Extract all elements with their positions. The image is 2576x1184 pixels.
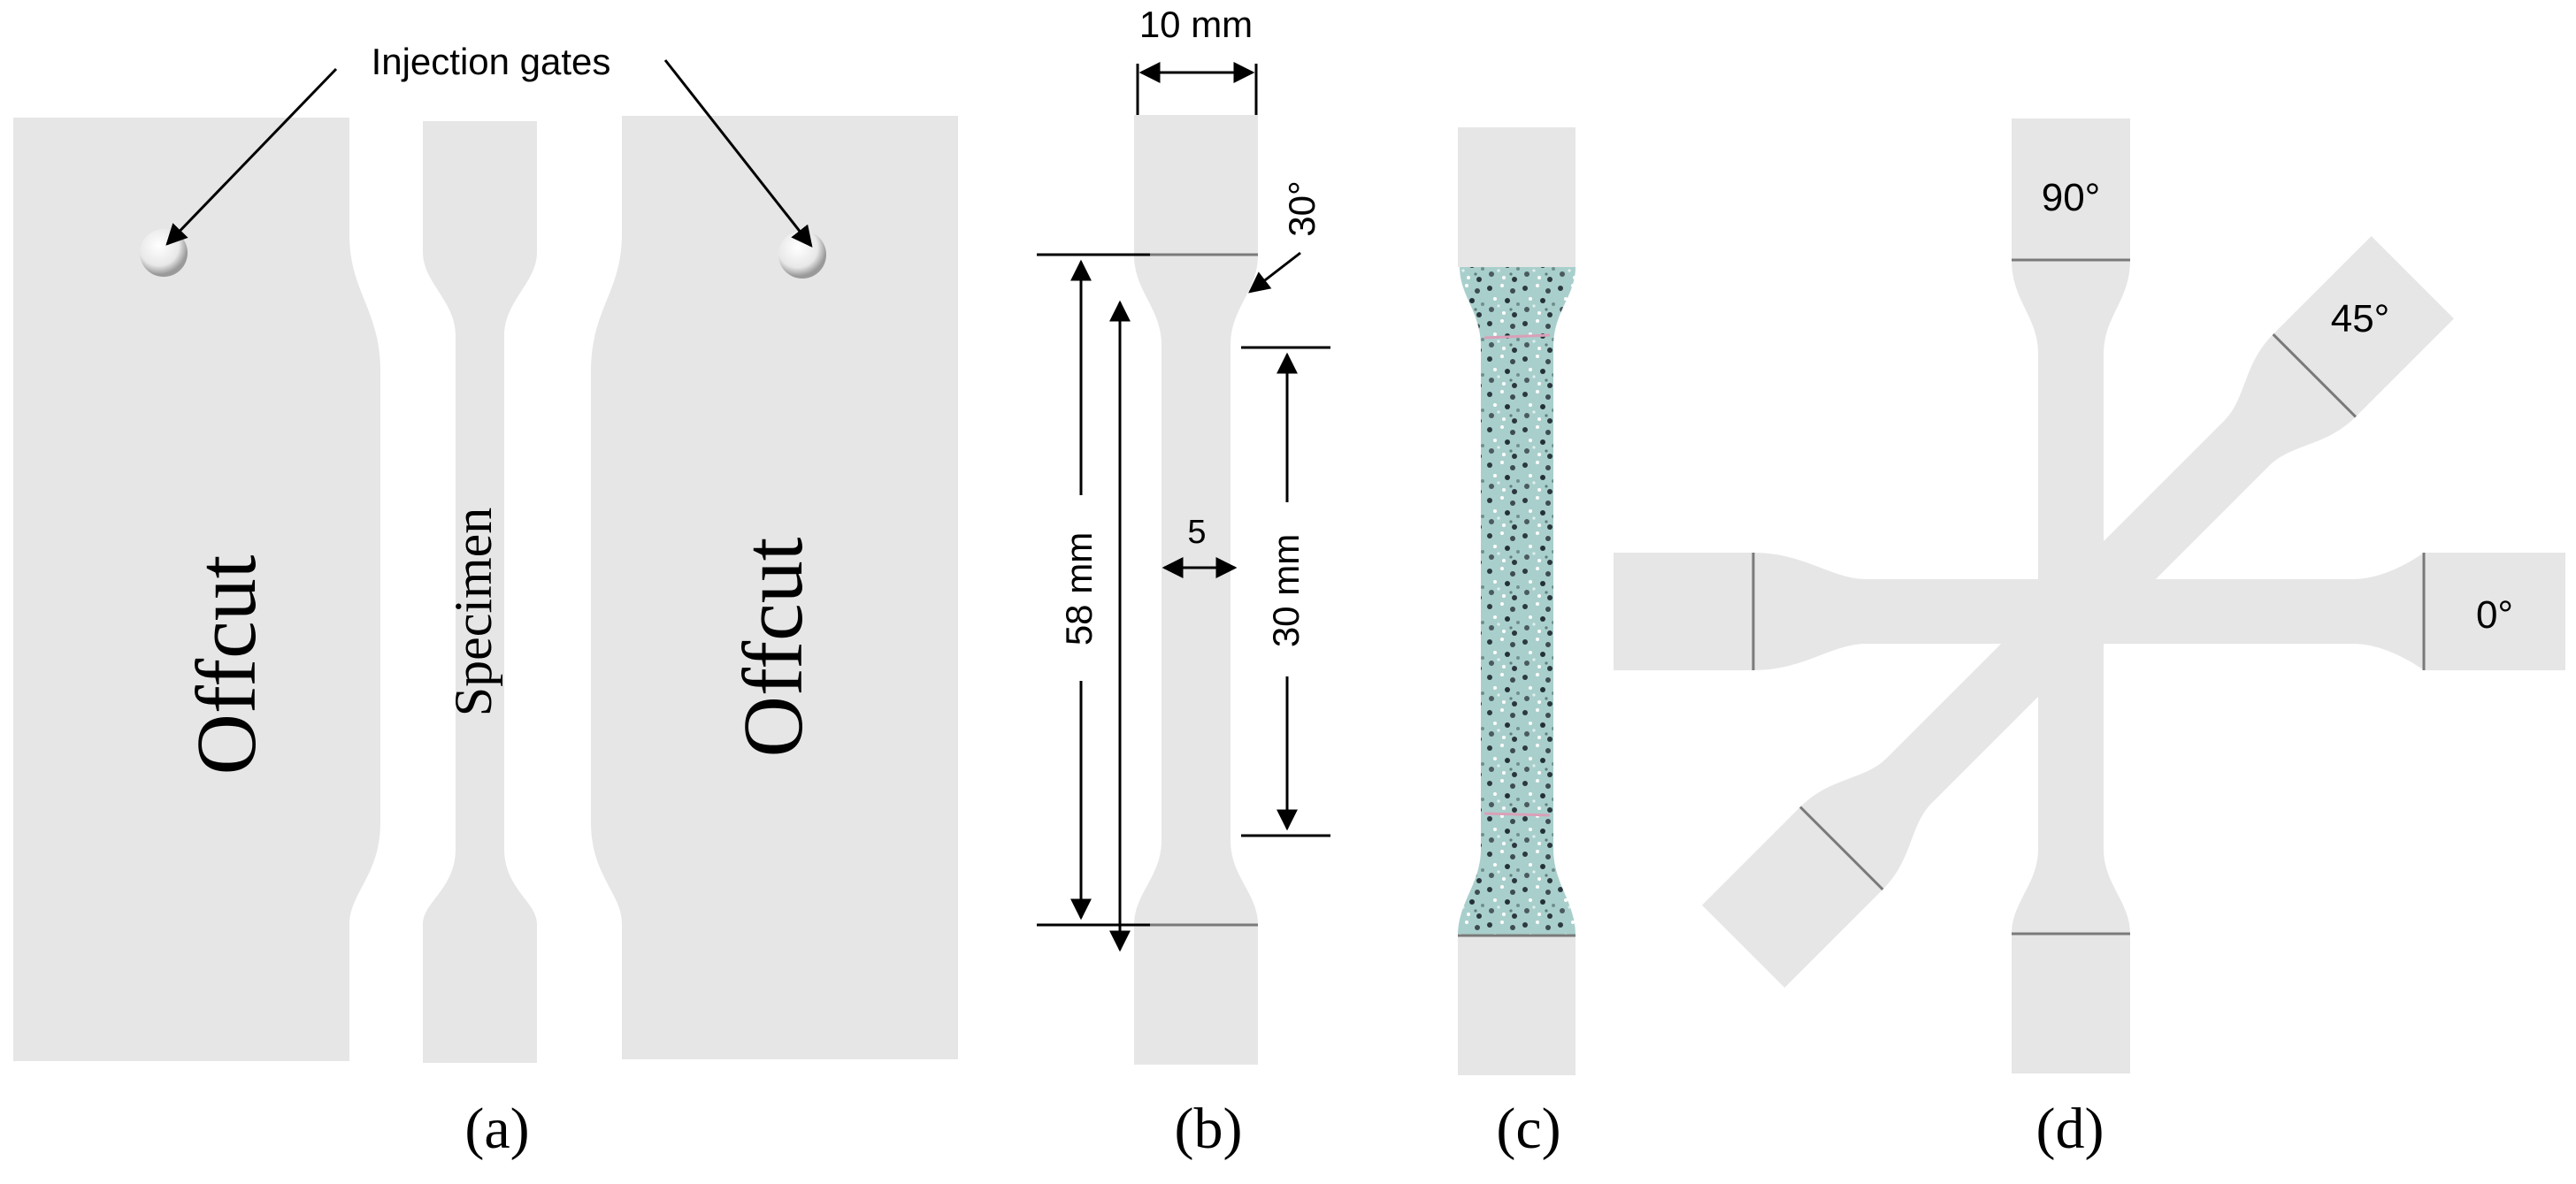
width-label: 10 mm bbox=[1139, 4, 1253, 45]
injection-gate-right bbox=[778, 231, 826, 279]
gauge-mark-bottom bbox=[1484, 812, 1551, 817]
caption-b: (b) bbox=[1175, 1096, 1243, 1161]
angle-0-label: 0° bbox=[2476, 593, 2513, 637]
dogbone-specimen bbox=[1134, 115, 1258, 1065]
grip-top-photo bbox=[1458, 127, 1576, 267]
panel-a: Injection gates Offcut Specimen Offcut (… bbox=[13, 41, 958, 1161]
injection-gate-left bbox=[140, 229, 188, 277]
gauge-length-label: 30 mm bbox=[1265, 534, 1307, 647]
offcut-left-plate bbox=[13, 118, 380, 1061]
offcut-right-label: Offcut bbox=[725, 537, 820, 757]
panel-b: 10 mm 30° 58 mm 5 30 mm (b) bbox=[1037, 4, 1330, 1161]
offcut-left-label: Offcut bbox=[179, 554, 273, 775]
gate-arrow-left bbox=[165, 67, 338, 246]
angle-90-label: 90° bbox=[2042, 176, 2101, 219]
offcut-right-plate bbox=[591, 116, 958, 1059]
angle-arrow bbox=[1248, 251, 1301, 294]
specimen-label: Specimen bbox=[444, 508, 502, 717]
panel-d: 90° 45° 0° (d) bbox=[1614, 118, 2565, 1161]
overall-length-label: 58 mm bbox=[1058, 532, 1100, 645]
caption-d: (d) bbox=[2036, 1096, 2104, 1161]
gate-arrow-right bbox=[663, 59, 813, 248]
injection-gates-label: Injection gates bbox=[372, 41, 611, 82]
angle-label: 30° bbox=[1281, 180, 1322, 237]
gauge-mark-top bbox=[1484, 333, 1551, 340]
panel-c: (c) bbox=[1458, 127, 1576, 1161]
specimen-90-deg bbox=[2012, 118, 2130, 1073]
caption-a: (a) bbox=[464, 1096, 529, 1161]
caption-c: (c) bbox=[1496, 1096, 1560, 1161]
specimen-bar bbox=[423, 121, 537, 1063]
gauge-width-label: 5 bbox=[1187, 514, 1206, 551]
grip-bottom-photo bbox=[1458, 936, 1576, 1075]
speckled-specimen-photo bbox=[1458, 267, 1576, 936]
angle-45-label: 45° bbox=[2331, 297, 2390, 340]
